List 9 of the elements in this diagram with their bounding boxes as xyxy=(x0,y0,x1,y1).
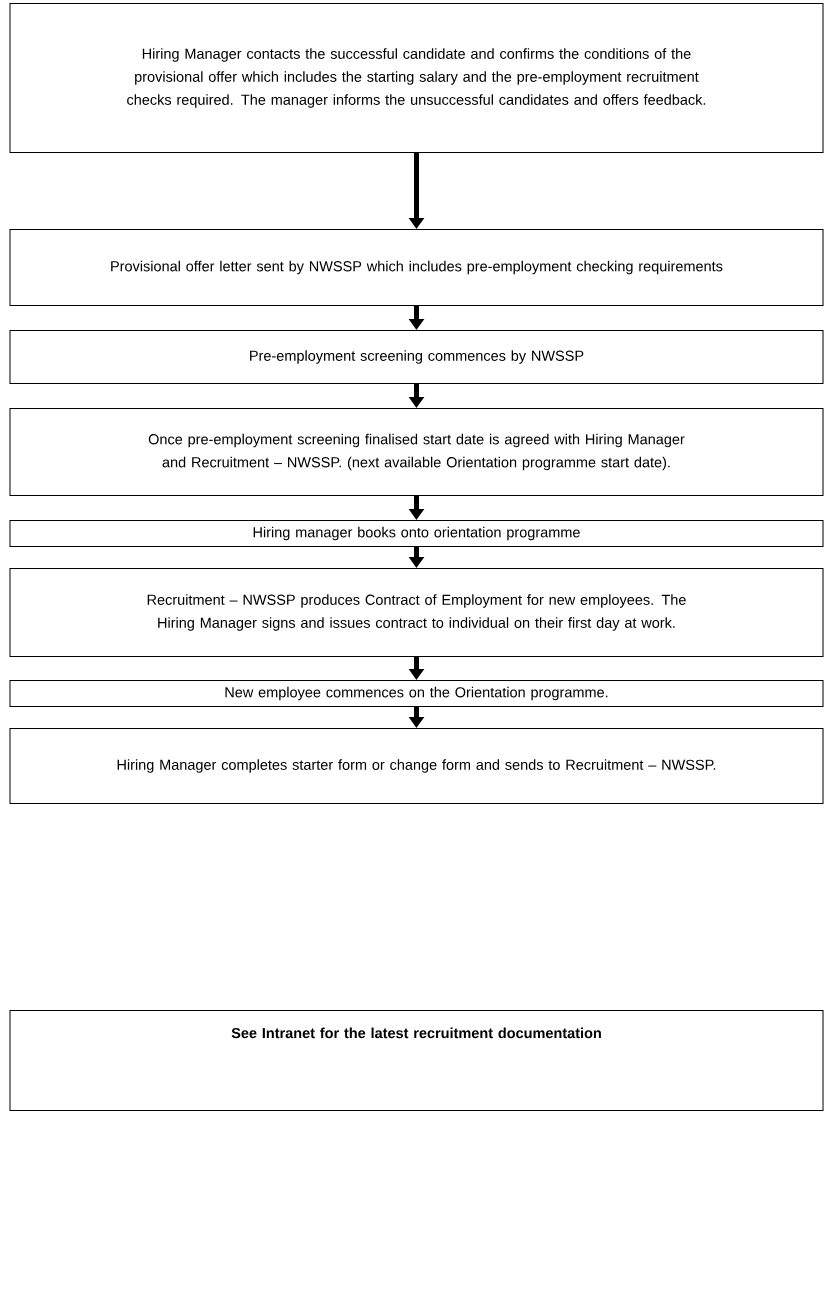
process-box: Once pre-employment screening finalised start date is agreed with Hiring Manager and Recruitment – NWSSP. (next available Orientation programme start date). xyxy=(9,408,824,496)
process-box: Recruitment – NWSSP produces Contract of Employment for new employees. The Hiring Manager signs and issues contract to individual on their first day at work. xyxy=(9,568,824,657)
process-box: Hiring Manager contacts the successful candidate and confirms the conditions of the provisional offer which includes the starting salary and the pre-employment recruitment checks required. The manager informs the unsuccessful candidates and offers feedback. xyxy=(9,3,824,153)
process-box: Provisional offer letter sent by NWSSP which includes pre-employment checking requirements xyxy=(9,229,824,306)
process-box: Hiring Manager completes starter form or change form and sends to Recruitment – NWSSP. xyxy=(9,728,824,804)
process-box: Hiring manager books onto orientation programme xyxy=(9,520,824,547)
process-box: Pre-employment screening commences by NWSSP xyxy=(9,330,824,384)
process-box: New employee commences on the Orientation programme. xyxy=(9,680,824,707)
process-box: See Intranet for the latest recruitment documentation xyxy=(9,1010,824,1111)
